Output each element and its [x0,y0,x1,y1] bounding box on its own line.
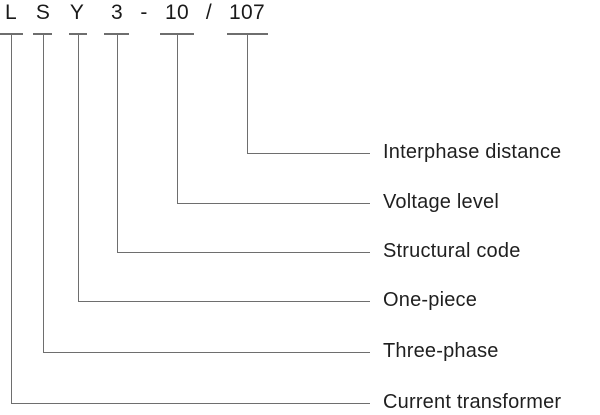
leader-elbow-line [10,33,370,404]
leader-label: Voltage level [383,191,500,213]
leader-label: Structural code [383,240,521,262]
leader-elbow-line [77,33,370,302]
model-code-segment: 10 [165,1,189,24]
model-code-segment: Y [69,1,85,24]
leader-label: Three-phase [383,340,499,362]
model-code-segment: / [205,1,213,24]
leader-elbow-line [247,33,370,154]
model-code-segment: L [5,1,17,24]
leader-label: Current transformer [383,391,562,413]
leader-elbow-line [42,33,370,353]
leader-label: Interphase distance [383,141,562,163]
leader-elbow-line [116,33,370,253]
leader-elbow-line [176,33,370,204]
model-code-segment: 3 [111,1,123,24]
model-code-segment: - [140,1,148,24]
leader-label: One-piece [383,289,478,311]
model-code-segment: S [35,1,51,24]
model-code-segment: 107 [229,1,265,24]
